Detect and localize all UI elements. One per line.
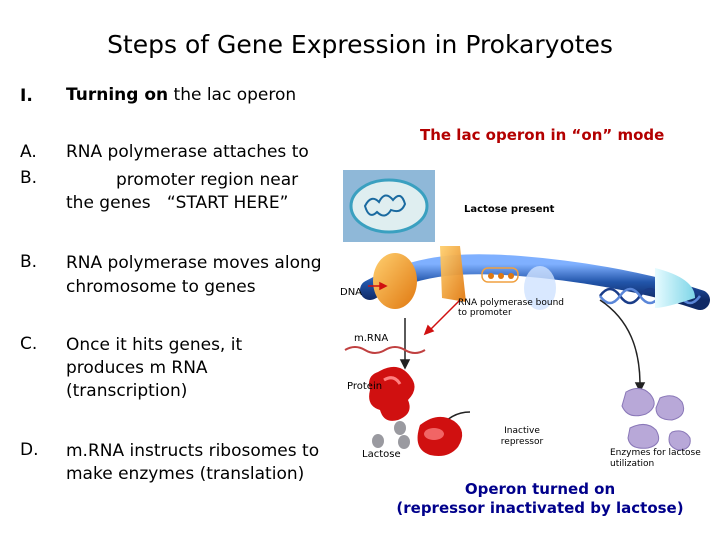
- operator-region: [655, 268, 695, 308]
- outline-item-c-line1: Once it hits genes, it: [66, 335, 243, 355]
- lactose-present-label: Lactose present: [464, 204, 555, 215]
- outline-item-c-line3: (transcription): [66, 381, 188, 401]
- outline-item-i-bold: Turning on: [66, 85, 169, 105]
- outline-item-b1-line1: promoter region near: [116, 170, 299, 190]
- inactive-repressor-label-line1: Inactive: [504, 426, 540, 436]
- outline-item-d-line1: m.RNA instructs ribosomes to: [66, 441, 320, 461]
- flow-arrows: [399, 299, 646, 437]
- lactose-molecules: [372, 421, 410, 449]
- dna-label: DNA: [340, 287, 363, 298]
- rna-polymerase-label-line2: to promoter: [458, 308, 512, 318]
- inactive-repressor-label-line2: repressor: [500, 437, 544, 447]
- outline-item-b1-line2: the genes “START HERE”: [66, 193, 289, 213]
- footer-line1: Operon turned on: [464, 480, 616, 498]
- outline-item-c-line2: produces m RNA: [66, 358, 208, 378]
- rna-polymerase-shape: [373, 246, 519, 309]
- outline-item-i: Turning on the lac operon: [66, 84, 296, 106]
- outline-label-d: D.: [20, 440, 39, 460]
- outline-label-a: A.: [20, 142, 37, 162]
- outline-label-b1: B.: [20, 168, 38, 188]
- lactose-label: Lactose: [362, 449, 401, 460]
- gene-region: [524, 266, 556, 310]
- outline-item-b2-line2: chromosome to genes: [66, 277, 256, 297]
- mrna-strand: [344, 346, 426, 354]
- rna-polymerase-label-line1: RNA polymerase bound: [458, 298, 564, 308]
- protein-label: Protein: [347, 381, 383, 392]
- cell-illustration: [343, 170, 435, 242]
- enzymes: [621, 388, 691, 451]
- outline-label-c: C.: [20, 334, 38, 354]
- mrna-label: m.RNA: [354, 333, 389, 344]
- inactive-repressor: [417, 416, 463, 456]
- diagram-heading: The lac operon in “on” mode: [420, 126, 665, 144]
- footer-line2: (repressor inactivated by lactose): [396, 499, 684, 517]
- enzymes-label-line2: utilization: [610, 459, 655, 469]
- slide-title: Steps of Gene Expression in Prokaryotes: [107, 30, 613, 59]
- outline-item-b2-line1: RNA polymerase moves along: [66, 253, 322, 273]
- outline-label-b2: B.: [20, 252, 38, 272]
- outline-item-i-rest: the lac operon: [168, 85, 297, 105]
- outline-label-i: I.: [20, 86, 33, 106]
- outline-item-a: RNA polymerase attaches to: [66, 142, 309, 162]
- repressor-protein: [369, 366, 415, 421]
- outline-item-d-line2: make enzymes (translation): [66, 464, 305, 484]
- enzymes-label-line1: Enzymes for lactose: [610, 448, 701, 458]
- label-pointer-arrows: [368, 281, 461, 336]
